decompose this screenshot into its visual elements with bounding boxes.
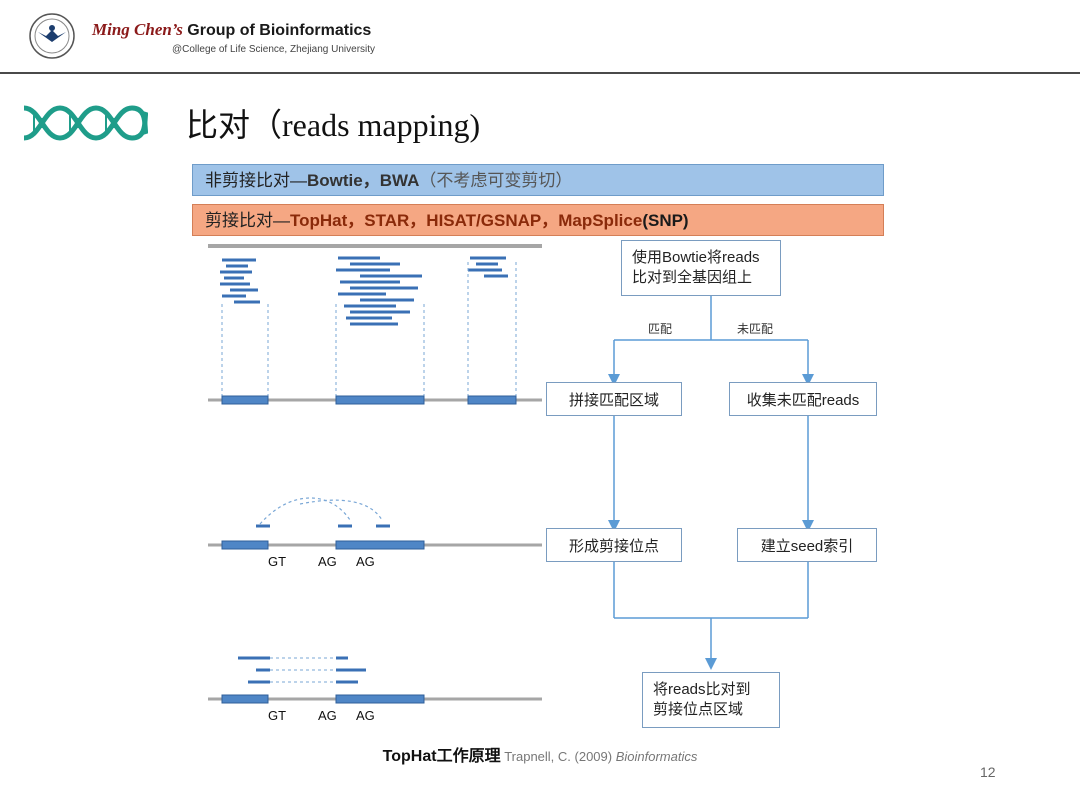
exons-row-2 xyxy=(221,540,425,550)
ag-label-row-2b: AG xyxy=(356,554,375,569)
exons-row-3 xyxy=(221,694,425,704)
group-title-text: Group of Bioinformatics xyxy=(182,22,372,39)
caption-main: TopHat工作原理 xyxy=(382,748,501,765)
branch-label-matched: 匹配 xyxy=(648,322,673,336)
step-end-line1: 将reads比对到 xyxy=(653,681,751,698)
slide-title: 比对（reads mapping) xyxy=(186,107,481,143)
spliced-tools: TopHat，STAR，HISAT/GSNAP， xyxy=(290,211,559,230)
exons-row-1 xyxy=(221,395,517,405)
branch-label-unmatched: 未匹配 xyxy=(737,322,774,336)
splice-gap-links xyxy=(270,657,336,683)
step-collect-unmapped: 收集未匹配reads xyxy=(729,382,877,416)
header-divider xyxy=(0,72,1080,74)
ag-label-row-3b: AG xyxy=(356,708,375,723)
read-stack-1 xyxy=(220,258,260,304)
dna-helix-icon xyxy=(23,105,148,141)
step-splice-regions: 拼接匹配区域 xyxy=(546,382,682,416)
unspliced-note: （不考虑可变剪切） xyxy=(419,171,573,190)
university-logo xyxy=(29,13,75,59)
read-stack-3 xyxy=(468,256,508,278)
spliced-last-tool: MapSplice xyxy=(558,211,643,230)
spliced-suffix: (SNP) xyxy=(642,211,689,230)
read-alignment-illustration xyxy=(208,244,542,704)
gt-label-row-2: GT xyxy=(268,554,287,569)
step-map-line2: 比对到全基因组上 xyxy=(632,269,753,286)
page-number: 12 xyxy=(980,764,996,780)
step-end-line2: 剪接位点区域 xyxy=(653,701,744,718)
step-build-seed-index: 建立seed索引 xyxy=(737,528,877,562)
group-name: Ming Chen’s xyxy=(92,20,183,39)
unspliced-alignment-banner: 非剪接比对—Bowtie，BWA（不考虑可变剪切） xyxy=(192,164,884,196)
ag-label-row-3a: AG xyxy=(318,708,337,723)
figure-caption: TopHat工作原理 Trapnell, C. (2009) Bioinform… xyxy=(0,742,1080,766)
gt-label-row-3: GT xyxy=(268,708,287,723)
unspliced-prefix: 非剪接比对— xyxy=(205,171,307,190)
spliced-reads-row-3 xyxy=(238,656,366,684)
read-stack-2 xyxy=(336,256,422,326)
caption-journal: Bioinformatics xyxy=(615,749,698,764)
flowchart-connectors xyxy=(608,296,814,670)
step-map-to-junctions: 将reads比对到 剪接位点区域 xyxy=(642,672,780,728)
group-subtitle: @College of Life Science, Zhejiang Unive… xyxy=(172,44,376,55)
caption-citation: Trapnell, C. (2009) xyxy=(500,749,616,764)
spliced-alignment-banner: 剪接比对—TopHat，STAR，HISAT/GSNAP，MapSplice(S… xyxy=(192,204,884,236)
step-map-line1: 使用Bowtie将reads xyxy=(632,249,760,266)
step-form-junctions: 形成剪接位点 xyxy=(546,528,682,562)
step-map-with-bowtie: 使用Bowtie将reads 比对到全基因组上 xyxy=(621,240,781,296)
spliced-prefix: 剪接比对— xyxy=(205,211,290,230)
exon-guides xyxy=(221,262,517,396)
ag-label-row-2a: AG xyxy=(318,554,337,569)
group-title: Ming Chen’s Group of Bioinformatics xyxy=(92,20,371,40)
junction-arc-1 xyxy=(259,497,351,525)
unspliced-tools: Bowtie，BWA xyxy=(307,171,420,190)
